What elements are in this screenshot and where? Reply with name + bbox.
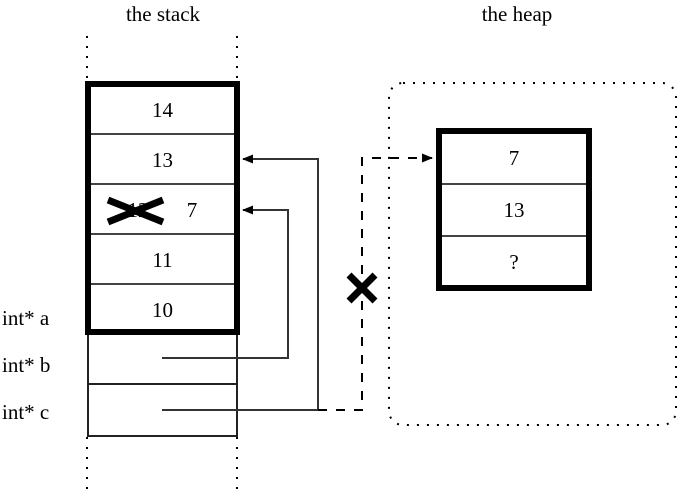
x-mark-over-value [106,196,165,226]
x-mark-over-heap-pointer [346,272,378,304]
heap-block [436,128,592,291]
pointer-arrow-c-to-stack-13 [162,154,319,411]
heap-cell-value-2: ? [509,250,519,274]
page-title-stack: the stack [125,2,201,26]
stack-cell-value-1: 13 [152,148,173,172]
stack-allocated-region [85,81,240,335]
page-title-heap: the heap [481,2,553,26]
stack-cell-value-3: 11 [152,248,173,272]
heap-cell-value-0: 7 [508,146,520,170]
heap-cell-value-1: 13 [503,198,525,222]
pointer-var-label-c: int* c [2,400,50,424]
pointer-var-label-a: int* a [2,306,50,330]
stack-cell-value-4: 10 [152,298,173,322]
pointer-var-label-b: int* b [2,353,51,377]
stack-cell-value-2-replacement: 7 [186,198,198,222]
stack-cell-value-0: 14 [152,98,173,122]
pointer-arrow-dangling-to-heap [318,153,433,411]
stack-cell-value-2-struck: 12 [127,198,149,222]
pointer-arrow-b-to-stack-7 [162,205,289,359]
